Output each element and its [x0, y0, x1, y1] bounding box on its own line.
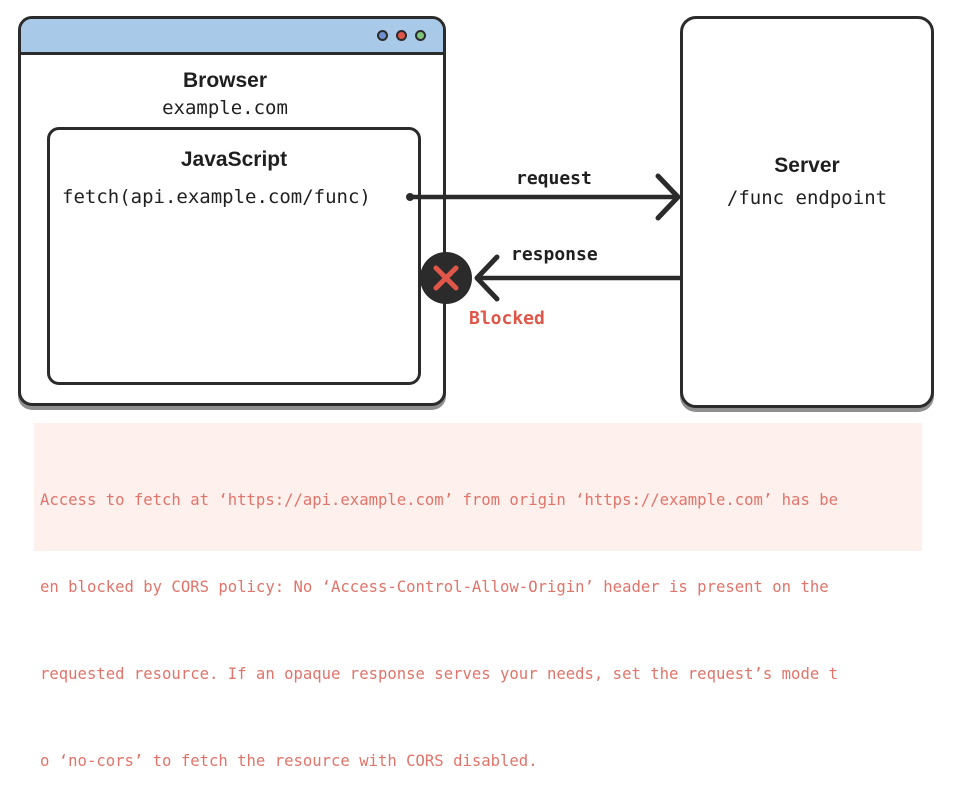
browser-title: Browser: [182, 69, 268, 92]
browser-window: Browser example.com JavaScript fetch(api…: [18, 16, 446, 406]
server-title: Server: [774, 154, 840, 177]
cors-error-message: Access to fetch at ‘https://api.example.…: [40, 428, 910, 805]
window-dot-red: [396, 30, 407, 41]
error-line: en blocked by CORS policy: No ‘Access-Co…: [40, 578, 829, 596]
request-arrow: [406, 173, 681, 221]
javascript-box: JavaScript fetch(api.example.com/func): [47, 127, 421, 385]
error-line: o ‘no-cors’ to fetch the resource with C…: [40, 752, 538, 770]
request-label: request: [516, 168, 592, 189]
response-arrow: [474, 254, 683, 302]
window-dot-green: [415, 30, 426, 41]
browser-titlebar: [21, 19, 443, 55]
window-dot-blue: [377, 30, 388, 41]
blocked-x-icon: [420, 252, 472, 304]
fetch-call: fetch(api.example.com/func): [62, 186, 371, 208]
error-line: requested resource. If an opaque respons…: [40, 665, 838, 683]
error-line: Access to fetch at ‘https://api.example.…: [40, 491, 838, 509]
server-box: Server /func endpoint: [680, 16, 934, 408]
response-label: response: [511, 244, 598, 265]
flow-arrows: [406, 173, 683, 304]
browser-origin: example.com: [162, 97, 288, 119]
blocked-label: Blocked: [469, 308, 545, 329]
javascript-title: JavaScript: [180, 148, 288, 171]
cors-error-box: [34, 423, 922, 551]
server-endpoint: /func endpoint: [726, 187, 888, 209]
